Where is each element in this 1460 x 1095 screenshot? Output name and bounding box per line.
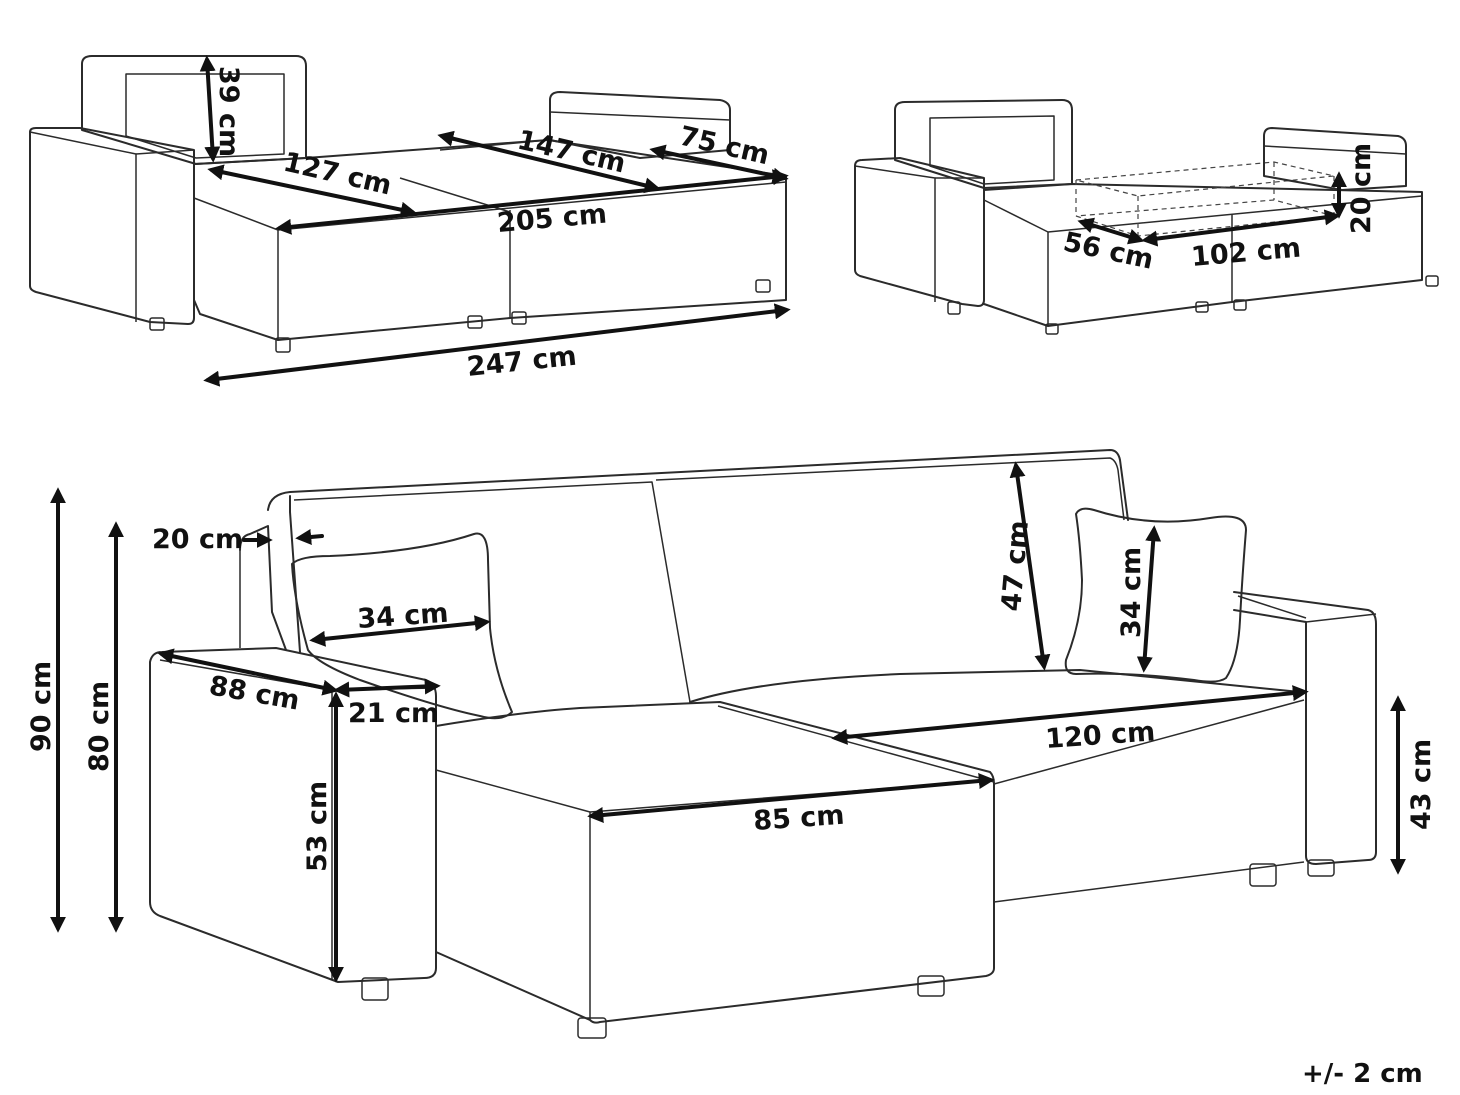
- dim-storage-depth: 56 cm: [1061, 227, 1157, 276]
- dim-seat-width-147: 147 cm: [514, 125, 628, 180]
- dim-armrest-width-top: 20 cm: [152, 524, 243, 555]
- dim-armrest-width: 21 cm: [348, 698, 439, 729]
- dim-chaise-width: 85 cm: [752, 800, 845, 837]
- dim-total-depth: 88 cm: [207, 670, 302, 716]
- dim-cushion-height: 34 cm: [1116, 547, 1147, 638]
- top-left-view: 39 cm 127 cm 147 cm 75 cm 205 cm 247 cm: [29, 55, 791, 387]
- dim-storage-width: 102 cm: [1190, 233, 1302, 273]
- dim-back-height: 80 cm: [84, 681, 115, 772]
- dim-back-height-small: 39 cm: [213, 66, 244, 157]
- tolerance-note: +/- 2 cm: [1302, 1059, 1423, 1089]
- dim-storage-height: 20 cm: [1346, 143, 1377, 234]
- dim-arm-height: 53 cm: [302, 781, 333, 872]
- dim-seat-width-front: 120 cm: [1044, 716, 1156, 755]
- dim-cushion-width: 34 cm: [356, 598, 449, 635]
- dim-backrest-height: 47 cm: [996, 519, 1035, 612]
- main-view: 90 cm 80 cm 20 cm 88 cm 21 cm 53 cm 34 c…: [26, 449, 1437, 1039]
- top-right-view: 20 cm 56 cm 102 cm: [854, 99, 1439, 335]
- dim-total-height: 90 cm: [26, 661, 57, 752]
- dim-seat-height: 43 cm: [1406, 739, 1437, 830]
